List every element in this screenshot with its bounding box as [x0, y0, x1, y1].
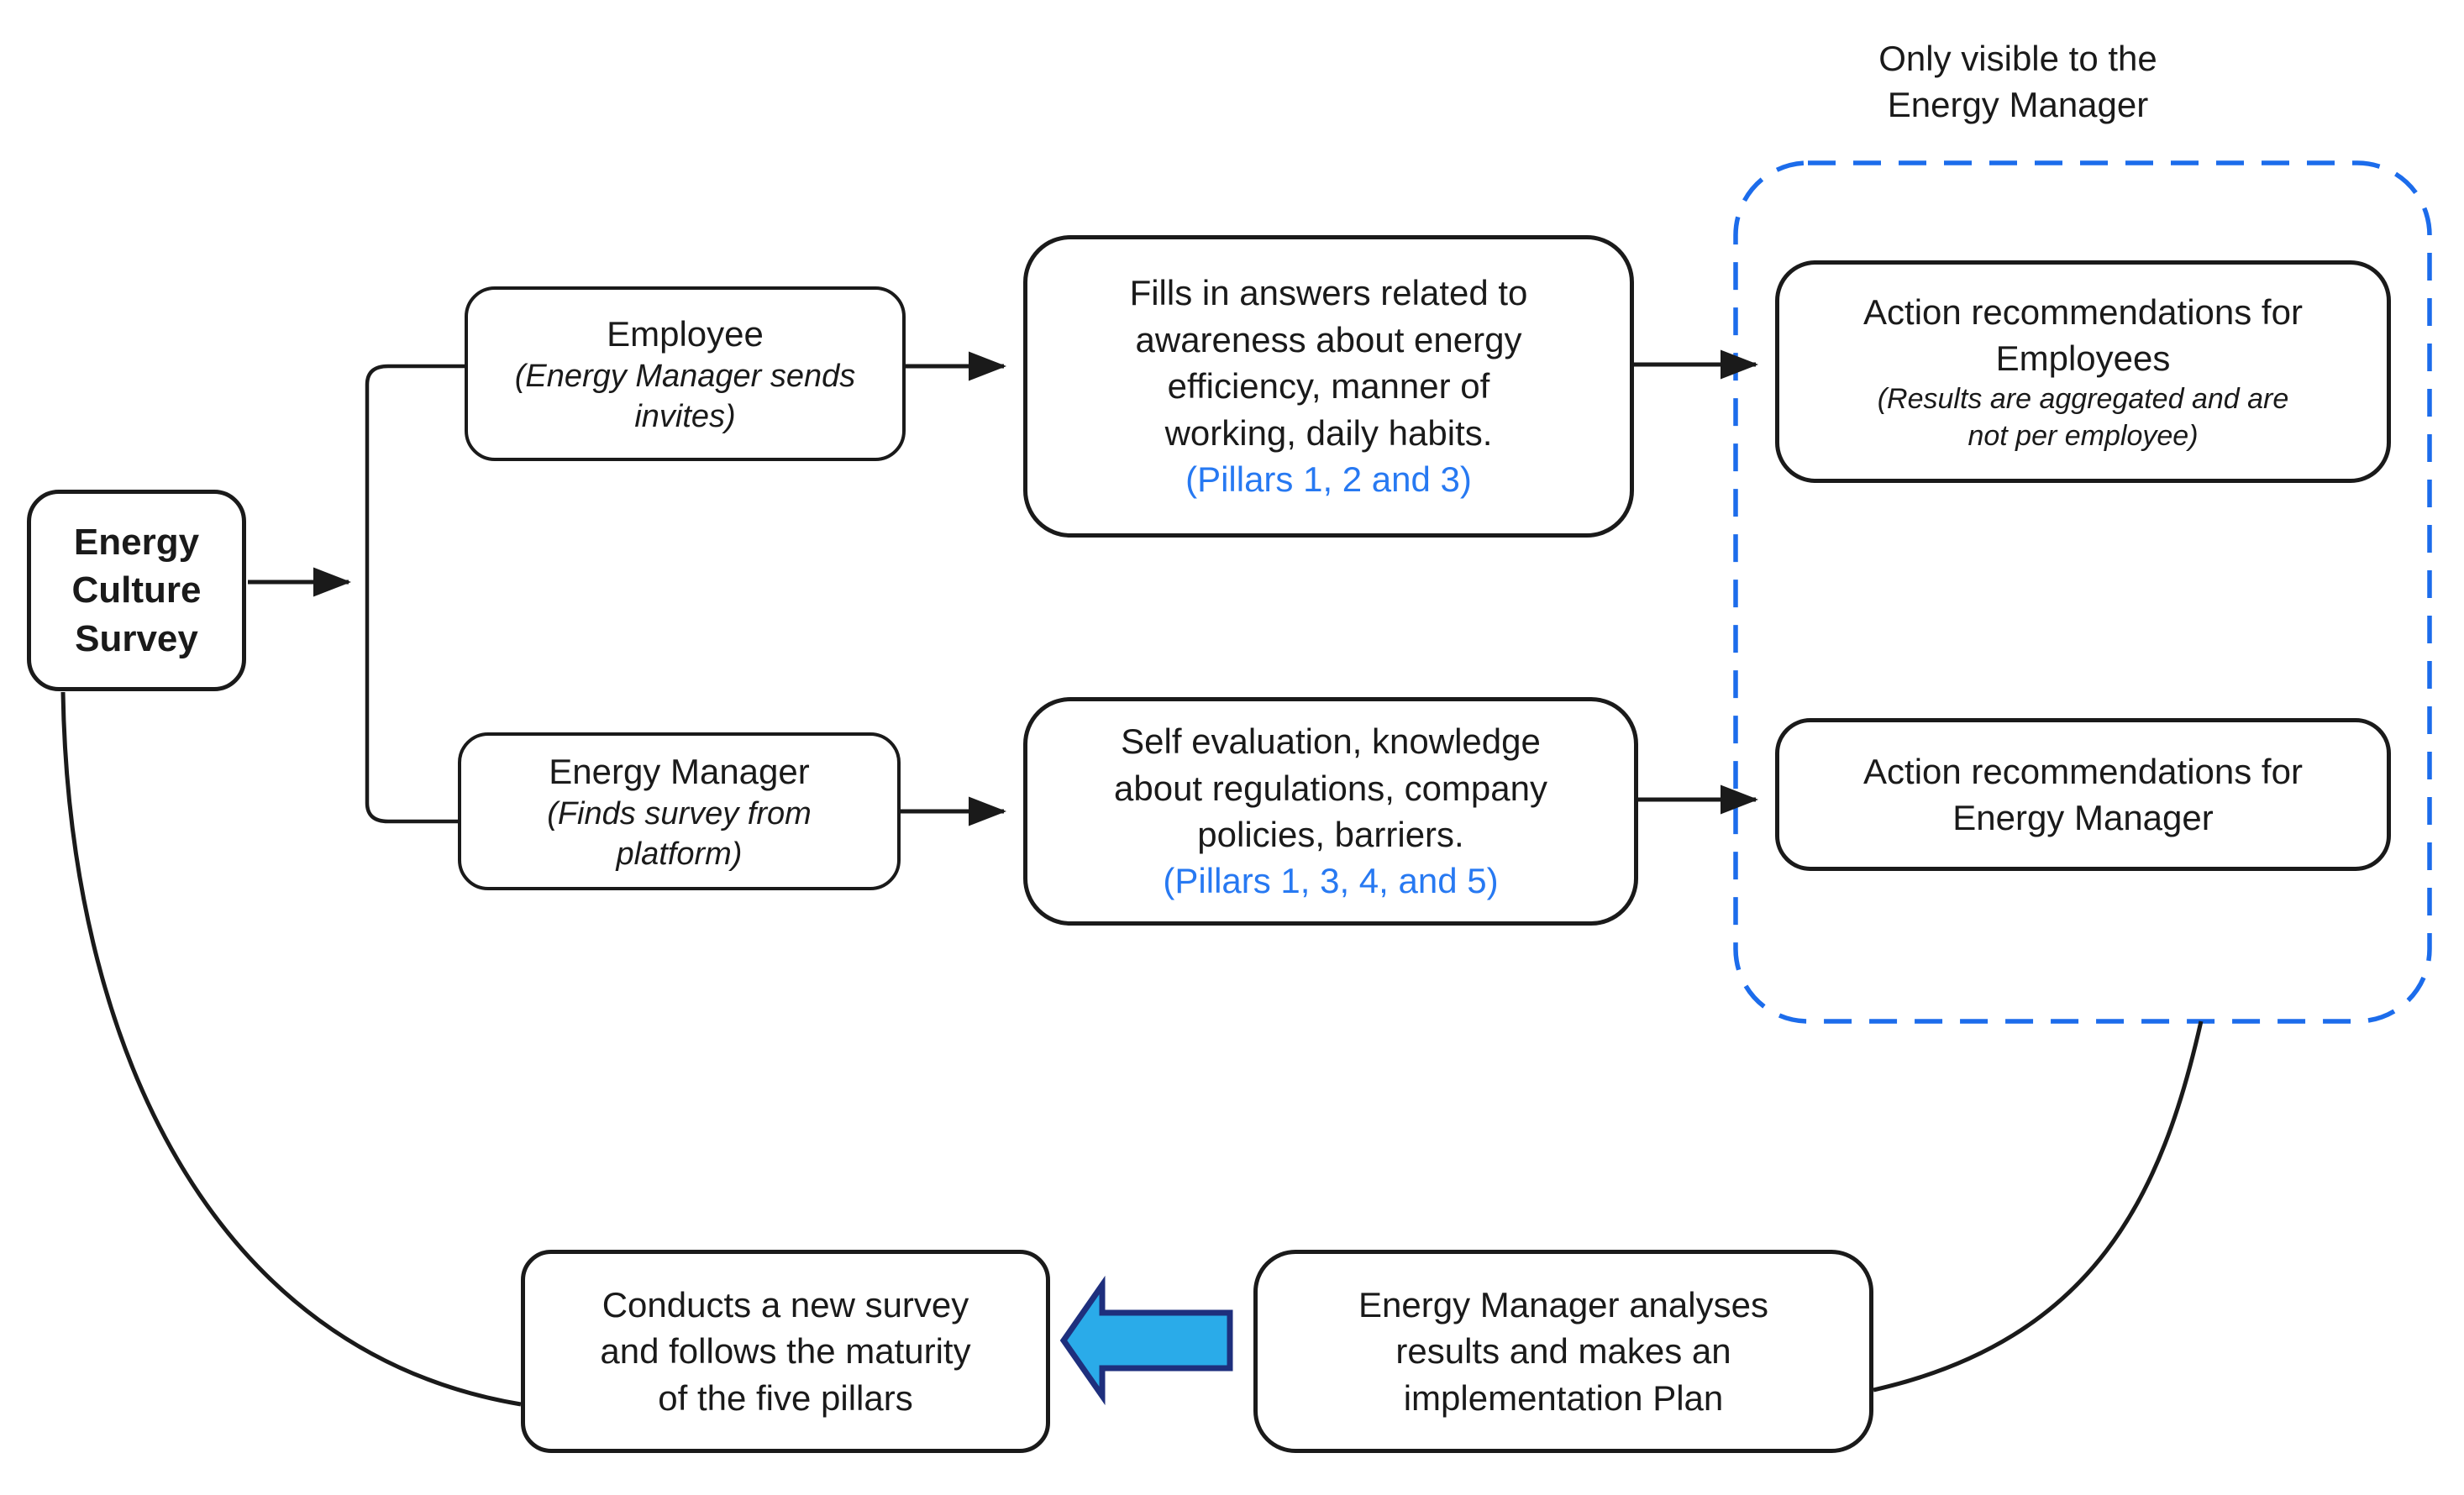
visibility-annotation-line: Only visible to the: [1878, 39, 2157, 78]
visibility-annotation: Only visible to the Energy Manager: [1808, 35, 2228, 129]
node-body: Energy Manager analyses: [1358, 1284, 1768, 1325]
node-body: Conducts a new survey: [602, 1284, 969, 1325]
node-employee-survey-content: Fills in answers related to awareness ab…: [1023, 235, 1634, 538]
node-title: Employees: [1995, 338, 2171, 378]
node-energy-culture-survey: Energy Culture Survey: [27, 490, 246, 691]
node-manager-analysis-plan: Energy Manager analyses results and make…: [1253, 1250, 1873, 1453]
node-subtitle: platform): [616, 836, 743, 872]
node-action-recommendations-employees: Action recommendations for Employees (Re…: [1775, 260, 2391, 483]
node-body: Self evaluation, knowledge: [1121, 721, 1541, 762]
node-manager-survey-content: Self evaluation, knowledge about regulat…: [1023, 697, 1638, 926]
node-title: Action recommendations for: [1863, 751, 2303, 791]
node-title: Employee: [607, 313, 764, 354]
node-title: Energy: [73, 522, 200, 564]
node-title: Energy Manager: [1952, 798, 2214, 837]
node-subtitle: invites): [634, 398, 736, 434]
node-body: working, daily habits.: [1164, 412, 1493, 453]
node-title: Action recommendations for: [1863, 291, 2303, 332]
pillars-note: (Pillars 1, 3, 4, and 5): [1163, 861, 1499, 901]
node-body: results and makes an: [1395, 1331, 1731, 1372]
node-body: about regulations, company: [1114, 768, 1547, 808]
loop-arrow-icon: [1059, 1275, 1233, 1406]
node-body: and follows the maturity: [600, 1331, 971, 1372]
curve-survey-to-new-survey: [60, 691, 522, 1407]
node-title: Culture: [71, 569, 202, 611]
node-body: of the five pillars: [658, 1377, 913, 1418]
node-title: Survey: [75, 617, 198, 659]
visibility-annotation-line: Energy Manager: [1887, 85, 2149, 125]
node-subtitle: (Results are aggregated and are: [1877, 383, 2289, 416]
node-energy-manager: Energy Manager (Finds survey from platfo…: [458, 732, 901, 890]
node-body: policies, barriers.: [1197, 815, 1464, 854]
split-connector: [365, 364, 465, 824]
node-title: Energy Manager: [549, 751, 810, 791]
pillars-note: (Pillars 1, 2 and 3): [1185, 459, 1472, 500]
node-body: efficiency, manner of: [1167, 366, 1490, 407]
node-employee: Employee (Energy Manager sends invites): [465, 286, 906, 461]
node-conducts-new-survey: Conducts a new survey and follows the ma…: [521, 1250, 1050, 1453]
curve-recommendations-to-analysis: [1873, 1020, 2204, 1393]
node-action-recommendations-manager: Action recommendations for Energy Manage…: [1775, 718, 2391, 871]
manager-visibility-dashed-box: [1733, 160, 2432, 1024]
node-body: awareness about energy: [1135, 319, 1522, 359]
node-body: implementation Plan: [1403, 1377, 1724, 1418]
node-subtitle: (Finds survey from: [547, 796, 812, 832]
node-subtitle: not per employee): [1968, 419, 2199, 452]
node-subtitle: (Energy Manager sends: [514, 359, 856, 395]
node-body: Fills in answers related to: [1129, 273, 1528, 313]
